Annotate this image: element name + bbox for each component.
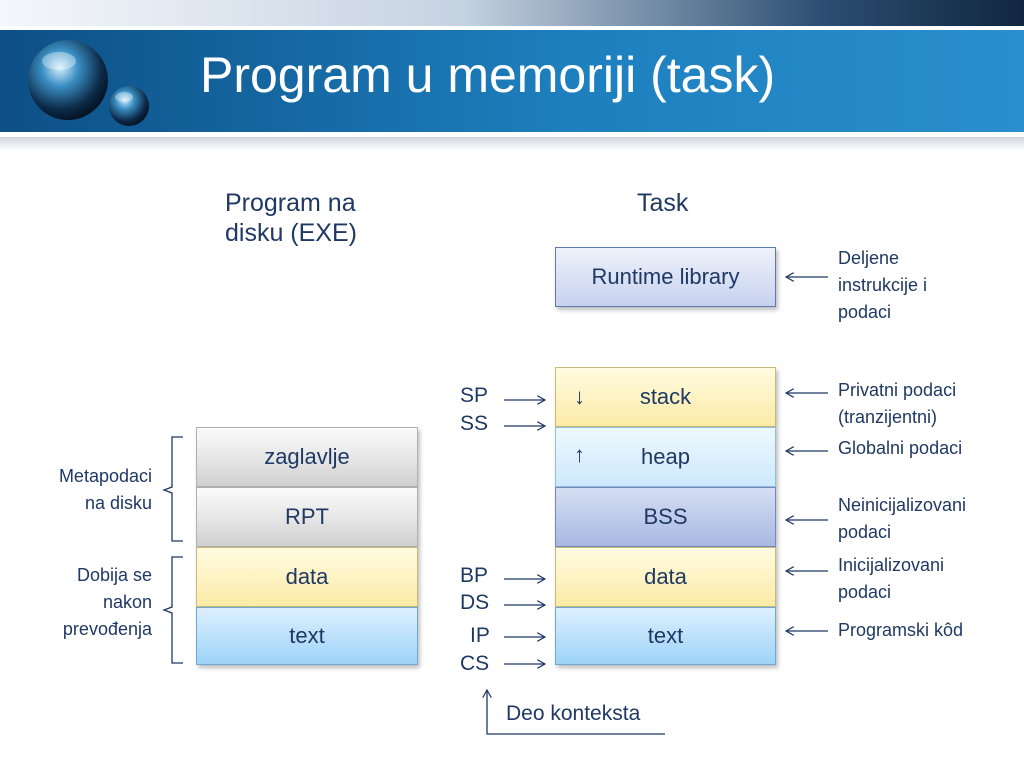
- annotation-line: Inicijalizovani: [838, 555, 945, 575]
- annotation-line: podaci: [838, 302, 892, 322]
- heap-block: ↑ heap: [555, 427, 776, 487]
- left-column-heading: Program na disku (EXE): [225, 188, 357, 248]
- task-data-block: data: [555, 547, 776, 607]
- exe-data-block: data: [196, 547, 418, 607]
- stack-label: stack: [639, 384, 692, 409]
- initialized-annotation: Inicijalizovani podaci: [838, 552, 944, 606]
- header-top-bar: [0, 0, 1024, 26]
- register-ss: SS: [460, 412, 489, 435]
- task-text-block: text: [555, 607, 776, 665]
- stack-grows-down-icon: ↓: [574, 384, 585, 409]
- brace-label-line: Dobija se: [76, 565, 152, 585]
- register-bp: BP: [460, 564, 489, 587]
- exe-text-block: text: [196, 607, 418, 665]
- brace-label-line: Metapodaci: [58, 466, 152, 486]
- header-divider-bottom: [0, 132, 1024, 137]
- register-ds: DS: [460, 591, 490, 614]
- slide-title: Program u memoriji (task): [200, 47, 776, 103]
- right-column-heading: Task: [637, 189, 689, 217]
- heap-label: heap: [641, 444, 690, 469]
- header-shadow: [0, 137, 1024, 151]
- left-heading-line: disku (EXE): [225, 219, 357, 247]
- bss-block: BSS: [555, 487, 776, 547]
- runtime-library-block: Runtime library: [555, 247, 776, 307]
- global-annotation: Globalni podaci: [838, 438, 963, 458]
- annotation-line: instrukcije i: [838, 275, 928, 295]
- annotation-line: podaci: [838, 522, 892, 542]
- annotation-line: (tranzijentni): [838, 407, 938, 427]
- context-label: Deo konteksta: [506, 702, 641, 725]
- annotation-line: Deljene: [838, 248, 900, 268]
- shared-annotation: Deljene instrukcije i podaci: [838, 245, 927, 326]
- slide-header: Program u memoriji (task): [0, 0, 1024, 140]
- context-bracket: [487, 690, 665, 735]
- stack-block: ↓ stack: [555, 367, 776, 427]
- annotation-line: Neinicijalizovani: [838, 495, 967, 515]
- compiled-brace: [162, 556, 183, 664]
- header-divider-top: [0, 26, 1024, 30]
- uninitialized-annotation: Neinicijalizovani podaci: [838, 492, 966, 546]
- exe-header-block: zaglavlje: [196, 427, 418, 487]
- exe-rpt-block: RPT: [196, 487, 418, 547]
- private-annotation: Privatni podaci (tranzijentni): [838, 377, 956, 431]
- code-annotation: Programski kôd: [838, 620, 964, 640]
- compiled-brace-label: Dobija se nakon prevođenja: [63, 562, 152, 643]
- register-cs: CS: [460, 652, 490, 675]
- brace-label-line: na disku: [84, 493, 152, 513]
- heap-grows-up-icon: ↑: [574, 442, 585, 467]
- annotation-line: podaci: [838, 582, 892, 602]
- register-sp: SP: [460, 384, 489, 407]
- register-ip: IP: [470, 624, 490, 647]
- brace-label-line: prevođenja: [62, 619, 152, 639]
- brace-label-line: nakon: [102, 592, 152, 612]
- annotation-line: Privatni podaci: [838, 380, 957, 400]
- globe-logo-icon: [28, 40, 149, 126]
- metadata-brace: [162, 436, 183, 542]
- metadata-brace-label: Metapodaci na disku: [59, 463, 152, 517]
- left-heading-line: Program na: [225, 189, 356, 217]
